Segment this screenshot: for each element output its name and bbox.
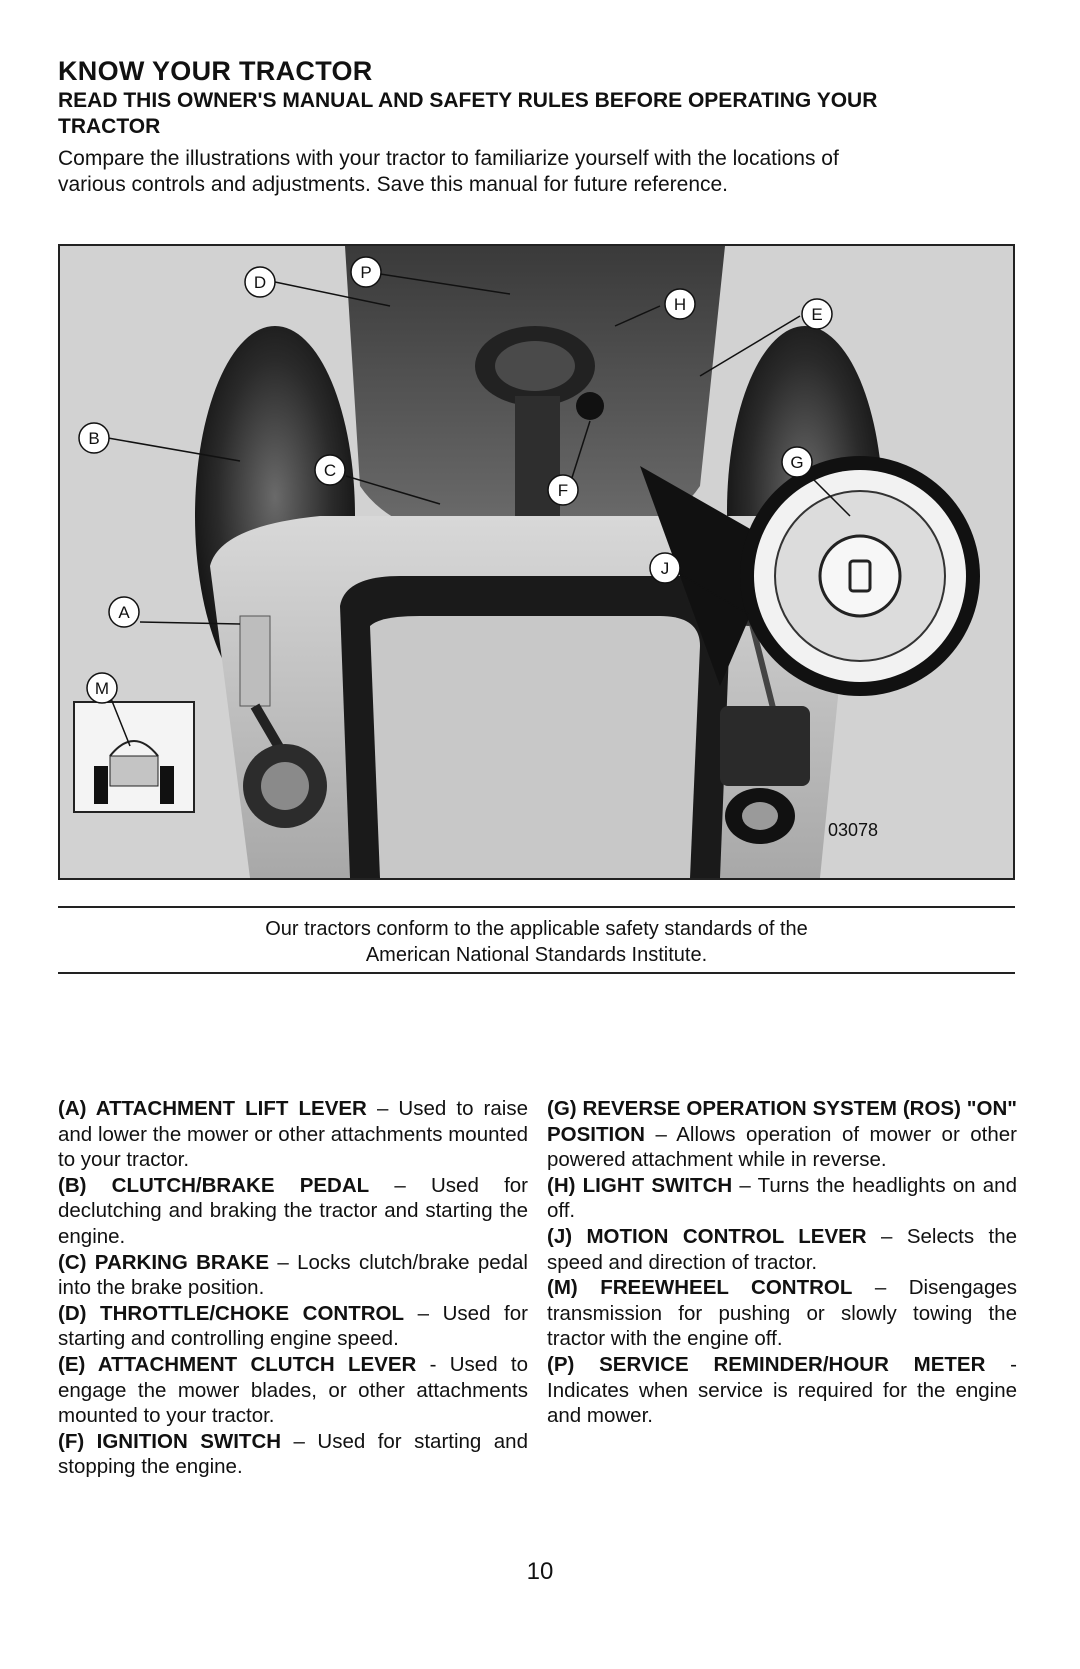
- callout-e: [801, 298, 833, 330]
- divider-bottom: [58, 972, 1015, 974]
- callout-label: G: [790, 453, 803, 472]
- control-term: (A) ATTACHMENT LIFT LEVER: [58, 1097, 367, 1120]
- callout-g: [781, 446, 813, 478]
- control-term: (D) THROTTLE/CHOKE CONTROL: [58, 1301, 405, 1325]
- intro-line-2: various controls and adjustments. Save t…: [58, 173, 729, 196]
- callout-b: [78, 422, 110, 454]
- control-description: – Used for starting and controlling engi…: [58, 1301, 528, 1351]
- callout-label: A: [118, 603, 130, 622]
- control-term: (H) LIGHT SWITCH: [547, 1173, 733, 1197]
- callout-a: [108, 596, 140, 628]
- control-description: - Indicates when service is required for…: [547, 1352, 1017, 1428]
- control-item: (D) THROTTLE/CHOKE CONTROL – Used for st…: [58, 1301, 528, 1352]
- tractor-drawing: D P H E B C F G J A M 03078: [60, 246, 1013, 878]
- control-description: – Used for starting and stopping the eng…: [58, 1429, 528, 1479]
- callout-m: [86, 672, 118, 704]
- control-item: (B) CLUTCH/BRAKE PEDAL – Used for declut…: [58, 1173, 528, 1250]
- callout-label: F: [558, 481, 568, 500]
- control-term: (M) FREEWHEEL CONTROL: [547, 1276, 853, 1300]
- control-item: (A) ATTACHMENT LIFT LEVER – Used to rais…: [58, 1096, 528, 1173]
- control-description: – Used for declutching and braking the t…: [58, 1173, 528, 1248]
- subtitle-line-1: READ THIS OWNER'S MANUAL AND SAFETY RULE…: [58, 89, 878, 112]
- callout-label: C: [324, 461, 336, 480]
- control-description: – Locks clutch/brake pedal into the brak…: [58, 1250, 528, 1300]
- callout-h: [664, 288, 696, 320]
- callout-j: [649, 552, 681, 584]
- control-term: (E) ATTACHMENT CLUTCH LEVER: [58, 1352, 417, 1376]
- control-description: - Used to engage the mower blades, or ot…: [58, 1352, 528, 1428]
- control-item: (P) SERVICE REMINDER/HOUR METER - Indica…: [547, 1352, 1017, 1429]
- intro-text: Compare the illustrations with your trac…: [58, 146, 839, 198]
- control-term: (J) MOTION CONTROL LEVER: [547, 1224, 867, 1248]
- control-description: – Disengages transmission for pushing or…: [547, 1276, 1018, 1351]
- divider-top: [58, 906, 1015, 908]
- ansi-notice: Our tractors conform to the applicable s…: [58, 916, 1015, 968]
- callout-label: J: [661, 559, 670, 578]
- page-number: 10: [526, 1558, 554, 1585]
- callout-label: D: [254, 273, 266, 292]
- control-item: (M) FREEWHEEL CONTROL – Disengages trans…: [547, 1275, 1017, 1352]
- controls-list-left: (A) ATTACHMENT LIFT LEVER – Used to rais…: [58, 1096, 528, 1480]
- callout-label: P: [360, 263, 371, 282]
- control-term: (P) SERVICE REMINDER/HOUR METER: [547, 1352, 986, 1376]
- callout-f: [547, 474, 579, 506]
- notice-line-1: Our tractors conform to the applicable s…: [265, 918, 808, 940]
- callout-p: [350, 256, 382, 288]
- control-item: (E) ATTACHMENT CLUTCH LEVER - Used to en…: [58, 1352, 528, 1429]
- control-item: (F) IGNITION SWITCH – Used for starting …: [58, 1429, 528, 1480]
- notice-line-2: American National Standards Institute.: [365, 944, 708, 966]
- safety-subtitle: READ THIS OWNER'S MANUAL AND SAFETY RULE…: [58, 88, 877, 140]
- control-term: (C) PARKING BRAKE: [58, 1250, 270, 1274]
- control-description: – Turns the headlights on and off.: [547, 1173, 1017, 1223]
- control-item: (J) MOTION CONTROL LEVER – Selects the s…: [547, 1224, 1017, 1275]
- control-term: (B) CLUTCH/BRAKE PEDAL: [58, 1173, 370, 1197]
- control-description: – Allows operation of mower or other pow…: [547, 1122, 1017, 1172]
- callout-label: M: [95, 679, 109, 698]
- callout-c: [314, 454, 346, 486]
- control-term: (G) REVERSE OPERATION SYSTEM (ROS) "ON" …: [547, 1097, 1017, 1146]
- control-description: – Selects the speed and direction of tra…: [547, 1224, 1017, 1274]
- page-title: KNOW YOUR TRACTOR: [58, 56, 373, 86]
- control-term: (F) IGNITION SWITCH: [58, 1429, 282, 1453]
- subtitle-line-2: TRACTOR: [58, 115, 161, 138]
- control-description: – Used to raise and lower the mower or o…: [58, 1097, 528, 1172]
- intro-line-1: Compare the illustrations with your trac…: [58, 147, 839, 170]
- control-item: (H) LIGHT SWITCH – Turns the headlights …: [547, 1173, 1017, 1224]
- control-item: (C) PARKING BRAKE – Locks clutch/brake p…: [58, 1250, 528, 1301]
- callout-d: [244, 266, 276, 298]
- tractor-controls-illustration: D P H E B C F G J A M 03078: [58, 244, 1015, 880]
- callout-label: H: [674, 295, 686, 314]
- callout-label: E: [811, 305, 822, 324]
- ignition-switch-inset: [640, 456, 980, 696]
- control-item: (G) REVERSE OPERATION SYSTEM (ROS) "ON" …: [547, 1096, 1017, 1173]
- freewheel-inset: [73, 701, 195, 813]
- image-number: 03078: [828, 820, 878, 840]
- controls-list-right: (G) REVERSE OPERATION SYSTEM (ROS) "ON" …: [547, 1096, 1017, 1429]
- callout-label: B: [88, 429, 99, 448]
